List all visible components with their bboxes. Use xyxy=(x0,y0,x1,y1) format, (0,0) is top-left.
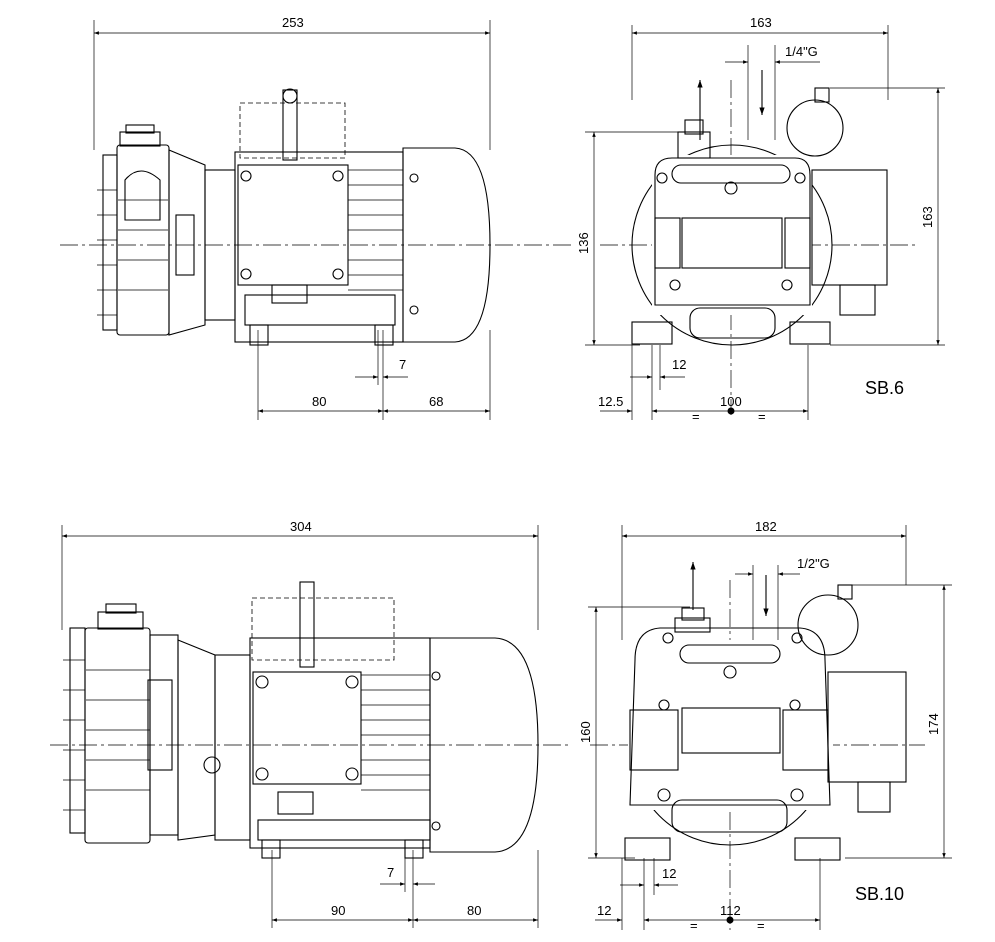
sb6-dim-foot-spacing: 80 xyxy=(312,394,326,409)
sb10-dim-overhang: 80 xyxy=(467,903,481,918)
sb6-side-view xyxy=(60,20,575,420)
sb10-symmetry-mark-right: = xyxy=(757,918,765,933)
sb10-dim-overall-length: 304 xyxy=(290,519,312,534)
sb10-dim-foot-spacing: 112 xyxy=(720,903,741,918)
sb6-dim-total-height: 163 xyxy=(920,206,935,228)
sb6-dim-foot-slot: 12 xyxy=(672,357,686,372)
sb10-dim-thread: 1/2"G xyxy=(797,556,830,571)
sb6-front-view xyxy=(585,25,945,420)
sb10-dim-foot-spacing: 90 xyxy=(331,903,345,918)
sb10-dim-foot-slot: 7 xyxy=(387,865,394,880)
sb10-model-label: SB.10 xyxy=(855,884,904,904)
sb10-dim-height-axis: 160 xyxy=(578,721,593,743)
sb10-dim-foot-slot: 12 xyxy=(662,866,676,881)
sb10-front-view xyxy=(588,525,952,930)
sb10-dim-overall-width: 182 xyxy=(755,519,777,534)
sb6-symmetry-mark-right: = xyxy=(758,409,766,424)
sb10-dim-total-height: 174 xyxy=(926,713,941,735)
sb6-dim-overall-width: 163 xyxy=(750,15,772,30)
sb10-side-view xyxy=(50,525,570,928)
sb6-symmetry-mark-left: = xyxy=(692,409,700,424)
sb6-dim-overall-length: 253 xyxy=(282,15,304,30)
sb6-dim-offset: 12.5 xyxy=(598,394,623,409)
sb6-dim-foot-slot: 7 xyxy=(399,357,406,372)
sb6-dim-height-axis: 136 xyxy=(576,232,591,254)
sb6-dim-foot-spacing: 100 xyxy=(720,394,742,409)
sb10-dim-offset: 12 xyxy=(597,903,611,918)
sb6-dim-thread: 1/4"G xyxy=(785,44,818,59)
sb6-model-label: SB.6 xyxy=(865,378,904,398)
sb10-symmetry-mark-left: = xyxy=(690,918,698,933)
sb6-dim-overhang: 68 xyxy=(429,394,443,409)
